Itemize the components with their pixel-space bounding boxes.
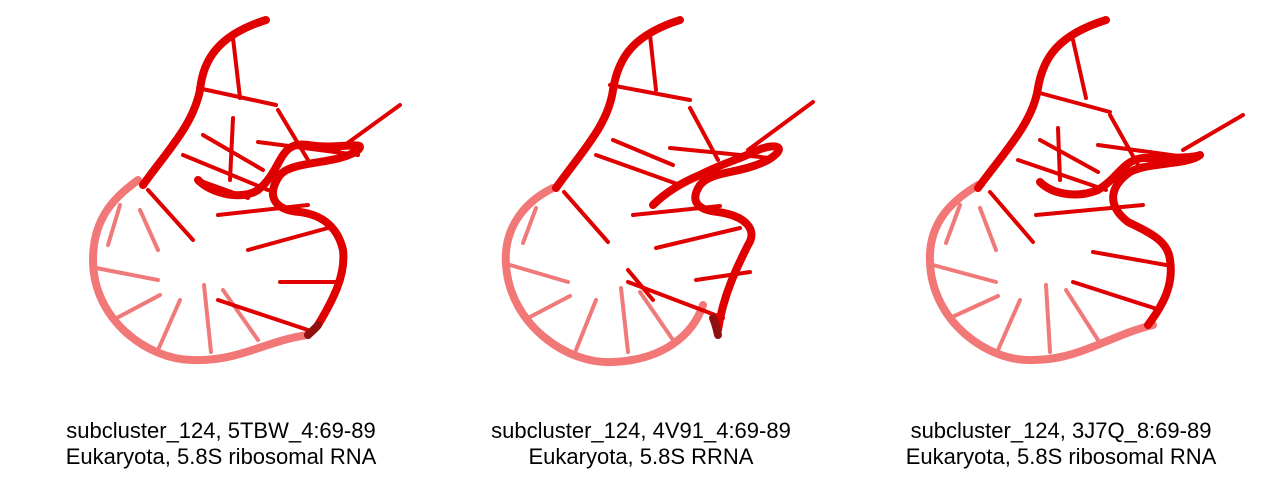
structure-caption-2: subcluster_124, 4V91_4:69-89 Eukaryota, … [428,418,854,470]
structure-panel-1: subcluster_124, 5TBW_4:69-89 Eukaryota, … [8,0,434,480]
structure-caption-1: subcluster_124, 5TBW_4:69-89 Eukaryota, … [8,418,434,470]
caption-line-organism-2: Eukaryota, 5.8S RRNA [528,444,754,469]
rna-structure-image-3 [925,16,1245,365]
caption-line-id-1: subcluster_124, 5TBW_4:69-89 [66,418,376,443]
structure-panel-3: subcluster_124, 3J7Q_8:69-89 Eukaryota, … [848,0,1274,480]
caption-line-id-2: subcluster_124, 4V91_4:69-89 [491,418,791,443]
structure-caption-3: subcluster_124, 3J7Q_8:69-89 Eukaryota, … [848,418,1274,470]
caption-line-organism-3: Eukaryota, 5.8S ribosomal RNA [905,444,1217,469]
caption-line-id-3: subcluster_124, 3J7Q_8:69-89 [910,418,1212,443]
structure-panel-2: subcluster_124, 4V91_4:69-89 Eukaryota, … [428,0,854,480]
rna-structure-image-1 [88,16,402,365]
rna-structure-image-2 [501,16,815,367]
caption-line-organism-1: Eukaryota, 5.8S ribosomal RNA [65,444,377,469]
